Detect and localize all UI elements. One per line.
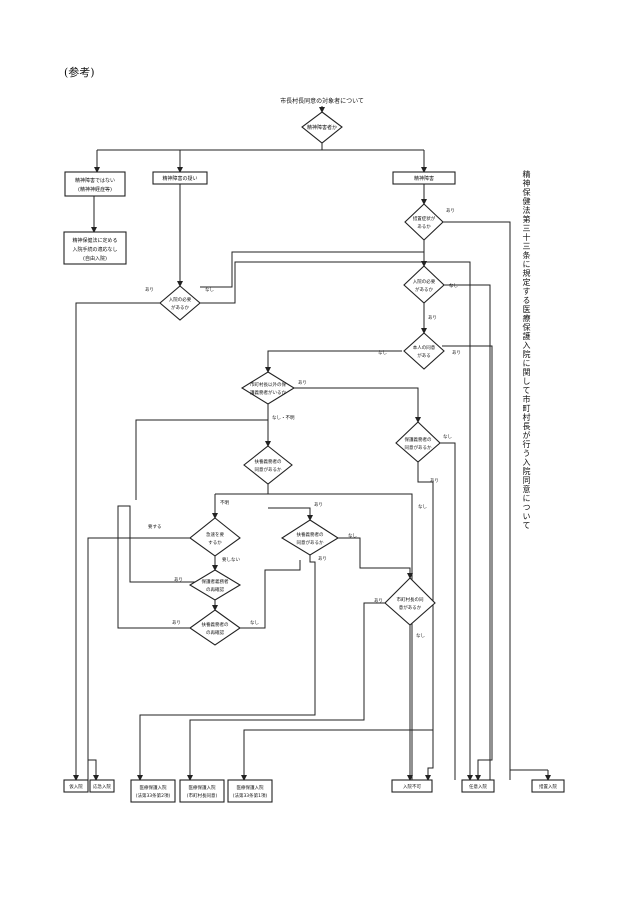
box-not-mental: 精神障害ではない (精神神経症等): [64, 171, 126, 197]
svg-text:あり: あり: [430, 478, 439, 484]
svg-text:なし: なし: [250, 619, 259, 626]
diamond-need-right: 入院の必要 があるか: [403, 265, 445, 304]
svg-text:精神障害ではない: 精神障害ではない: [75, 177, 115, 184]
svg-text:同意があるか: 同意があるか: [255, 466, 282, 473]
diamond-measure-symptom: 措置症状が あるか: [404, 203, 444, 241]
outcome-impossible: 入院不可: [391, 779, 433, 793]
svg-text:なし: なし: [418, 503, 427, 510]
svg-text:なし: なし: [348, 532, 357, 539]
box-mental: 精神障害: [392, 171, 456, 185]
diamond-is-mental: 精神障害者か: [301, 111, 343, 144]
outcome-medical-art33-1: 医療保護入院 (法第33条第1項): [227, 779, 273, 803]
svg-text:なし・不明: なし・不明: [272, 414, 295, 421]
svg-text:精神障害の疑い: 精神障害の疑い: [162, 175, 197, 182]
svg-text:あり: あり: [446, 208, 455, 214]
outcome-medical-art33-2: 医療保護入院 (法第33条第2項): [130, 779, 176, 803]
box-mental-doubt: 精神障害の疑い: [152, 171, 208, 185]
svg-text:(市町村長同意): (市町村長同意): [187, 792, 218, 799]
svg-text:入院手続の適応なし: 入院手続の適応なし: [72, 246, 117, 253]
svg-text:あり: あり: [318, 556, 327, 562]
svg-text:任意入院: 任意入院: [469, 783, 487, 790]
svg-text:本人の同意: 本人の同意: [413, 344, 436, 351]
svg-text:精神保健法に定める: 精神保健法に定める: [72, 237, 117, 244]
svg-text:あり: あり: [172, 620, 181, 626]
svg-text:市町村長の同: 市町村長の同: [397, 596, 424, 603]
svg-text:急速を要: 急速を要: [206, 531, 224, 538]
svg-text:があるか: があるか: [415, 286, 433, 293]
flow-lines: [73, 106, 551, 781]
svg-text:の再確認: の再確認: [206, 586, 224, 593]
svg-text:入院の必要: 入院の必要: [413, 278, 436, 285]
svg-text:あるか: あるか: [417, 223, 431, 230]
svg-text:あり: あり: [428, 315, 437, 321]
svg-text:あり: あり: [314, 502, 323, 508]
svg-text:同意があるか: 同意があるか: [297, 539, 324, 546]
svg-text:なし: なし: [443, 433, 452, 440]
diamond-guardian-recheck: 保護者義務者 の再確認: [188, 569, 242, 601]
svg-text:(精神神経症等): (精神神経症等): [78, 186, 112, 193]
svg-text:あり: あり: [298, 380, 307, 386]
diamond-guardian-consent: 保護義務者の 同意があるか: [395, 421, 441, 463]
flow-title: 市長村長同意の対象者について: [280, 97, 364, 105]
svg-text:あり: あり: [174, 577, 183, 583]
svg-text:要する: 要する: [148, 523, 162, 530]
svg-text:意があるか: 意があるか: [399, 604, 422, 611]
diamond-urgent: 急速を要 するか: [189, 517, 241, 557]
svg-text:護義務者がいるか: 護義務者がいるか: [250, 389, 286, 396]
svg-text:あり: あり: [452, 350, 461, 356]
svg-text:あり: あり: [374, 598, 383, 604]
diamond-guardian-exists: 市町村長以外の保 護義務者がいるか: [240, 371, 296, 405]
svg-text:精神障害者か: 精神障害者か: [307, 124, 337, 131]
outcome-emergency: 応急入院: [89, 779, 115, 793]
svg-text:入院の必要: 入院の必要: [169, 296, 192, 303]
svg-text:(法第33条第2項): (法第33条第2項): [136, 792, 171, 799]
svg-text:保護義務者の: 保護義務者の: [405, 436, 432, 443]
diamond-supporter-recheck: 扶養義務者の の再確認: [189, 609, 241, 646]
svg-text:応急入院: 応急入院: [93, 783, 111, 790]
svg-text:扶養義務者の: 扶養義務者の: [202, 621, 229, 628]
box-outside-law: 精神保健法に定める 入院手続の適応なし (自由入院): [63, 231, 127, 265]
reference-label: (参考): [64, 66, 95, 79]
diamond-supporter-consent: 扶養義務者の 同意があるか: [280, 519, 340, 556]
svg-text:医療保護入院: 医療保護入院: [140, 784, 167, 791]
outcome-voluntary: 任意入院: [461, 779, 495, 793]
svg-text:(法第33条第1項): (法第33条第1項): [233, 792, 268, 799]
diamond-self-consent: 本人の同意 がある: [403, 332, 445, 370]
svg-text:なし: なし: [205, 286, 214, 293]
svg-text:扶養義務者の: 扶養義務者の: [255, 458, 282, 465]
svg-text:入院不可: 入院不可: [403, 783, 421, 790]
svg-text:医療保護入院: 医療保護入院: [189, 784, 216, 791]
svg-text:措置入院: 措置入院: [539, 783, 557, 790]
outcome-medical-mayor: 医療保護入院 (市町村長同意): [179, 779, 225, 803]
svg-text:あり: あり: [145, 287, 154, 293]
svg-text:同意があるか: 同意があるか: [405, 444, 432, 451]
svg-text:なし: なし: [378, 349, 387, 356]
svg-text:医療保護入院: 医療保護入院: [237, 784, 264, 791]
outcome-measure: 措置入院: [531, 779, 565, 793]
diamond-mayor-consent: 市町村長の同 意があるか: [384, 577, 436, 626]
diamond-need-left: 入院の必要 があるか: [159, 285, 201, 321]
diamond-supporter-consent-top: 扶養義務者の 同意があるか: [243, 445, 293, 485]
svg-text:精神障害: 精神障害: [414, 175, 434, 182]
outcome-provisional: 仮入院: [63, 779, 89, 793]
svg-text:保護者義務者: 保護者義務者: [202, 578, 229, 585]
svg-text:市町村長以外の保: 市町村長以外の保: [250, 381, 286, 388]
svg-text:があるか: があるか: [171, 304, 189, 311]
svg-text:要しない: 要しない: [222, 556, 240, 563]
svg-text:なし: なし: [416, 632, 425, 639]
svg-text:なし: なし: [449, 282, 458, 289]
svg-text:するか: するか: [208, 539, 222, 546]
svg-text:不明: 不明: [220, 500, 229, 506]
edge-labels: あり あり なし なし あり なし あり あり なし・不明 なし あり 不明 あ…: [145, 208, 461, 639]
svg-text:(自由入院): (自由入院): [83, 255, 107, 262]
svg-text:の再確認: の再確認: [206, 629, 224, 636]
side-note: 精神保健法第三十三条に規定する医療保護入院に関して市町村長が行う入院同意について: [522, 170, 531, 530]
svg-text:措置症状が: 措置症状が: [413, 215, 436, 222]
svg-text:がある: がある: [417, 352, 431, 359]
svg-text:扶養義務者の: 扶養義務者の: [297, 531, 324, 538]
svg-text:仮入院: 仮入院: [69, 783, 83, 790]
